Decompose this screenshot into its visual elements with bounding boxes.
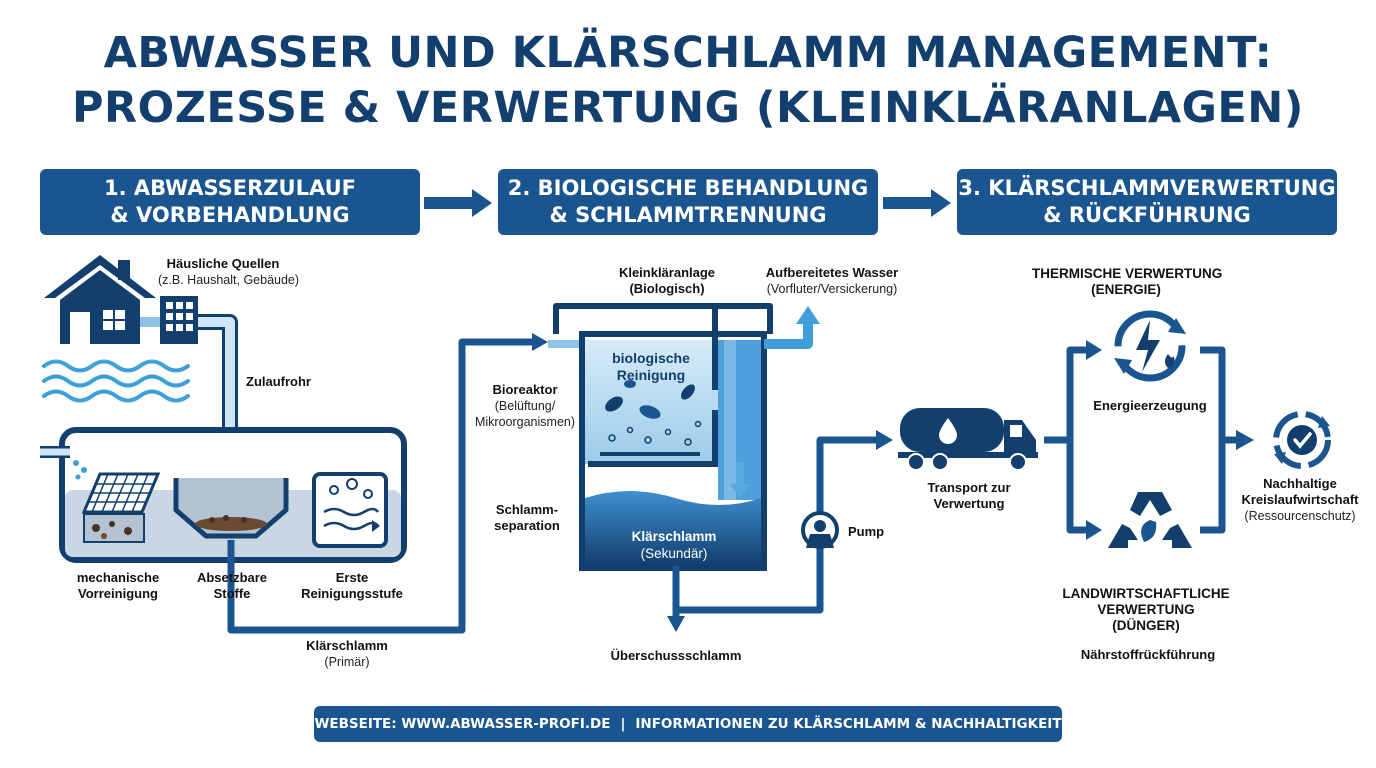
label-domestic-sources: Häusliche Quellen (z.B. Haushalt, Gebäud… xyxy=(158,256,300,287)
label-biological-cleaning: biologische Reinigung xyxy=(612,350,690,383)
label-pump: Pump xyxy=(848,524,885,539)
stage-3-line-1: 3. KLÄRSCHLAMMVERWERTUNG xyxy=(958,176,1336,200)
stage-1-line-2: & VORBEHANDLUNG xyxy=(110,203,350,227)
label-small-plant: Kleinkläranlage (Biologisch) xyxy=(618,265,716,296)
stage-1-line-1: 1. ABWASSERZULAUF xyxy=(104,176,356,200)
label-inlet-pipe: Zulaufrohr xyxy=(246,374,311,389)
stage-arrow-1-2 xyxy=(424,189,492,217)
label-nutrient-recycling: Nährstoffrückführung xyxy=(1080,647,1216,662)
label-energy-generation: Energieerzeugung xyxy=(1093,398,1207,413)
settling-hopper xyxy=(173,478,289,539)
stage-arrow-2-3 xyxy=(883,189,951,217)
footer-website[interactable]: WEBSEITE: WWW.ABWASSER-PROFI.DE xyxy=(314,716,611,732)
stage-3-header: 3. KLÄRSCHLAMMVERWERTUNG & RÜCKFÜHRUNG xyxy=(957,169,1337,235)
label-first-stage: Erste Reinigungsstufe xyxy=(301,570,403,601)
bacteria-icon xyxy=(605,380,702,446)
circular-economy-icon xyxy=(1273,411,1331,469)
label-transport: Transport zur Verwertung xyxy=(927,480,1011,511)
building-icon xyxy=(160,296,198,344)
label-sludge-separation: Schlamm- separation xyxy=(494,502,560,533)
bioreactor-tank xyxy=(553,303,773,571)
label-settleable-solids: Absetzbare Stoffe xyxy=(196,570,268,601)
recycle-icon xyxy=(1108,492,1192,548)
page-title-line-2: PROZESSE & VERWERTUNG (KLEINKLÄRANLAGEN) xyxy=(72,83,1304,133)
stage-1-header: 1. ABWASSERZULAUF & VORBEHANDLUNG xyxy=(40,169,420,235)
truck-icon xyxy=(898,408,1038,471)
stage-2-line-2: & SCHLAMMTRENNUNG xyxy=(549,203,827,227)
label-treated-water: Aufbereitetes Wasser (Vorfluter/Versicke… xyxy=(765,265,899,296)
label-excess-sludge: Überschussschlamm xyxy=(610,648,742,663)
house-icon xyxy=(44,255,156,344)
bubbles-icon xyxy=(312,472,388,548)
screen-icon xyxy=(81,472,161,543)
footer-banner: WEBSEITE: WWW.ABWASSER-PROFI.DE | INFORM… xyxy=(314,706,1062,742)
branch-arrows xyxy=(1044,346,1240,534)
label-thermal-recovery: THERMISCHE VERWERTUNG (ENERGIE) xyxy=(1032,266,1223,297)
energy-cycle-icon xyxy=(1114,310,1186,382)
label-circular-economy: Nachhaltige Kreislaufwirtschaft (Ressour… xyxy=(1241,476,1359,523)
pump-icon xyxy=(801,511,839,549)
label-agricultural-recovery: LANDWIRTSCHAFTLICHE VERWERTUNG (DÜNGER) xyxy=(1062,586,1230,633)
stage-3-line-2: & RÜCKFÜHRUNG xyxy=(1043,203,1251,227)
waves-icon xyxy=(42,359,190,403)
footer-info: INFORMATIONEN ZU KLÄRSCHLAMM & NACHHALTI… xyxy=(635,716,1062,732)
primary-sludge-pipe xyxy=(227,338,540,634)
inlet-pipe xyxy=(198,314,238,436)
stage-2-header: 2. BIOLOGISCHE BEHANDLUNG & SCHLAMMTRENN… xyxy=(498,169,878,235)
label-mechanical-pretreatment: mechanische Vorreinigung xyxy=(76,570,160,601)
label-bioreactor: Bioreaktor (Belüftung/ Mikroorganismen) xyxy=(474,382,576,429)
stage-2-line-1: 2. BIOLOGISCHE BEHANDLUNG xyxy=(507,176,869,200)
label-primary-sludge: Klärschlamm (Primär) xyxy=(306,638,388,669)
page-title-line-1: ABWASSER UND KLÄRSCHLAMM MANAGEMENT: xyxy=(103,28,1273,78)
footer-separator: | xyxy=(620,716,626,732)
label-secondary-sludge: Klärschlamm (Sekundär) xyxy=(631,529,717,561)
treated-water-outlet xyxy=(764,306,820,349)
